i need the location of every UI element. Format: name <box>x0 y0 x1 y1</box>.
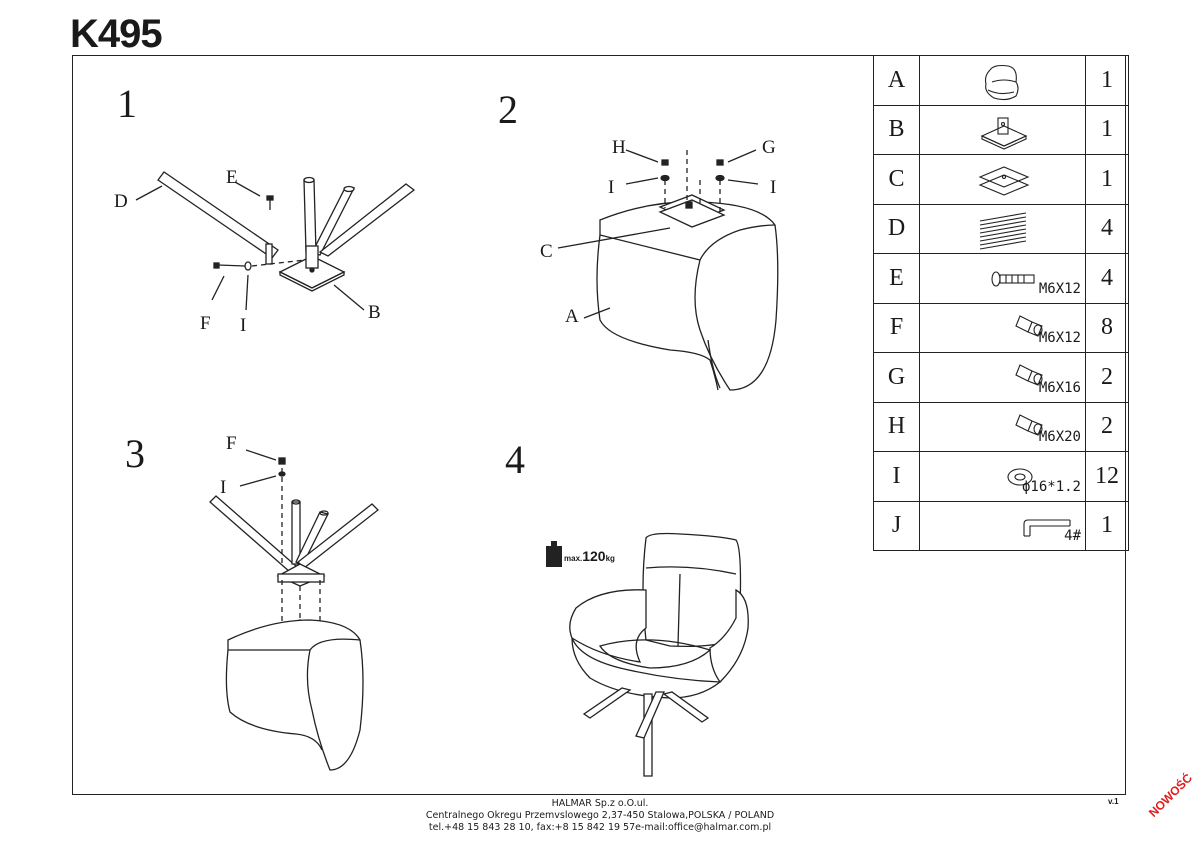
part-quantity: 1 <box>1085 154 1129 205</box>
long-screw-icon <box>991 271 1035 287</box>
part-letter: G <box>873 352 920 403</box>
part-spec: ϕ16*1.2 <box>1021 478 1081 495</box>
step1-label-d: D <box>114 191 128 212</box>
max-load-prefix: max. <box>564 554 583 563</box>
washer-icon <box>1007 468 1033 486</box>
step1-label-b: B <box>368 302 381 323</box>
part-picture: M6X16 <box>919 352 1086 403</box>
armchair-icon <box>984 64 1019 101</box>
part-spec: M6X12 <box>1038 330 1081 346</box>
part-quantity: 4 <box>1085 203 1129 254</box>
parts-row-b: B 1 <box>873 104 1129 155</box>
part-spec: M6X20 <box>1038 429 1081 445</box>
part-quantity: 1 <box>1085 104 1129 155</box>
footer-company-name: HALMAR Sp.z o.O.ul. <box>551 798 649 809</box>
max-load-value: 120 <box>582 548 606 564</box>
part-letter: A <box>873 55 920 106</box>
part-quantity: 2 <box>1085 401 1129 452</box>
step1-label-f: F <box>200 313 211 334</box>
weight-icon <box>546 541 562 567</box>
part-picture <box>919 203 1086 254</box>
step-number-1: 1 <box>117 81 137 126</box>
part-quantity: 4 <box>1085 253 1129 304</box>
hex-key-icon <box>1023 518 1071 537</box>
part-letter: C <box>873 154 920 205</box>
parts-row-d: D 4 <box>873 203 1129 254</box>
part-letter: F <box>873 302 920 353</box>
parts-list-table: A 1 B 1 C <box>873 55 1129 551</box>
step3-label-i: I <box>220 477 227 498</box>
part-quantity: 1 <box>1085 500 1129 551</box>
parts-row-c: C 1 <box>873 154 1129 205</box>
parts-row-j: J 4# 1 <box>873 500 1129 551</box>
screw-icon <box>1015 314 1043 337</box>
step2-seat-plate-illustration <box>557 149 779 391</box>
part-picture: M6X20 <box>919 401 1086 452</box>
part-letter: E <box>873 253 920 304</box>
step-number-3: 3 <box>125 431 145 476</box>
step3-attach-base-illustration <box>209 449 379 771</box>
step2-label-c: C <box>540 241 553 262</box>
part-picture <box>919 154 1086 205</box>
step4-finished-chair-illustration <box>569 532 749 777</box>
step1-legs-assembly-illustration <box>135 171 416 311</box>
footer-address: Centralnego Okregu Przemvslowego 2,37-45… <box>425 810 775 821</box>
part-quantity: 8 <box>1085 302 1129 353</box>
parts-row-h: H M6X20 2 <box>873 401 1129 452</box>
part-letter: H <box>873 401 920 452</box>
screw-icon <box>1015 413 1043 436</box>
part-picture <box>919 55 1086 106</box>
part-picture: M6X12 <box>919 302 1086 353</box>
step1-label-e: E <box>226 167 238 188</box>
step2-label-a: A <box>565 306 579 327</box>
version-label: v.1 <box>1108 797 1119 806</box>
part-letter: I <box>873 451 920 502</box>
mounting-plate-icon <box>978 166 1030 196</box>
part-spec: M6X12 <box>1038 280 1081 297</box>
leg-icon <box>979 211 1027 250</box>
parts-row-g: G M6X16 2 <box>873 352 1129 403</box>
step3-label-f: F <box>226 433 237 454</box>
part-letter: J <box>873 500 920 551</box>
part-picture: ϕ16*1.2 <box>919 451 1086 502</box>
base-plate-icon <box>980 116 1028 150</box>
company-footer: HALMAR Sp.z o.O.ul. Centralnego Okregu P… <box>0 798 1200 834</box>
step2-label-i-right: I <box>770 177 777 198</box>
parts-row-e: E M6X12 4 <box>873 253 1129 304</box>
part-quantity: 12 <box>1085 451 1129 502</box>
part-spec: M6X16 <box>1038 379 1081 396</box>
step1-label-i: I <box>240 315 247 336</box>
max-load-unit: kg <box>605 554 615 563</box>
part-letter: D <box>873 203 920 254</box>
step-number-4: 4 <box>505 437 525 482</box>
part-letter: B <box>873 104 920 155</box>
step2-label-g: G <box>762 137 776 158</box>
parts-row-i: I ϕ16*1.2 12 <box>873 451 1129 502</box>
parts-row-f: F M6X12 8 <box>873 302 1129 353</box>
step2-label-h: H <box>612 137 626 158</box>
footer-contact: tel.+48 15 843 28 10, fax:+8 15 842 19 5… <box>428 822 772 833</box>
parts-row-a: A 1 <box>873 55 1129 106</box>
step-number-2: 2 <box>498 87 518 132</box>
part-picture: 4# <box>919 500 1086 551</box>
model-title: K495 <box>70 12 163 56</box>
part-quantity: 2 <box>1085 352 1129 403</box>
part-picture <box>919 104 1086 155</box>
part-quantity: 1 <box>1085 55 1129 106</box>
part-picture: M6X12 <box>919 253 1086 304</box>
part-spec: 4# <box>1064 528 1081 544</box>
step2-label-i-left: I <box>608 177 615 198</box>
screw-icon <box>1015 364 1043 386</box>
